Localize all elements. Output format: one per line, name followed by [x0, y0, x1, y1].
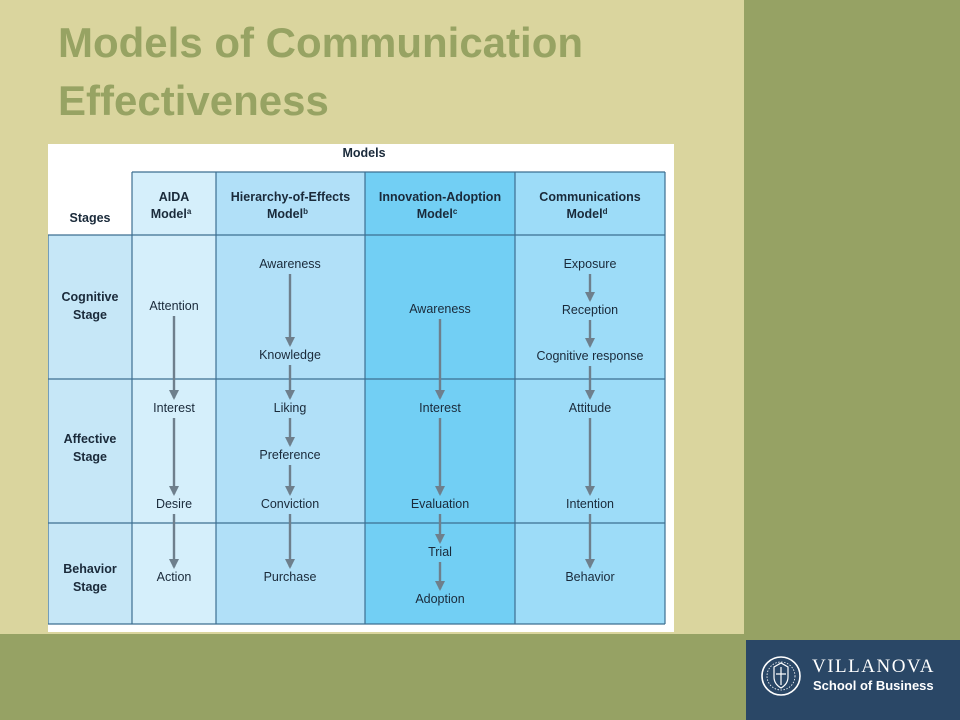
innovation-item: Interest — [419, 401, 461, 415]
villanova-logo-box — [746, 640, 960, 720]
communications-item: Behavior — [565, 570, 614, 584]
right-side-panel — [744, 0, 960, 640]
stage-label: Stage — [73, 308, 107, 322]
stage-label: Stage — [73, 580, 107, 594]
aida-item: Interest — [153, 401, 195, 415]
models-header: Models — [342, 146, 385, 160]
communications-item: Attitude — [569, 401, 611, 415]
innovation-item: Awareness — [409, 302, 471, 316]
stages-header: Stages — [70, 211, 111, 225]
school-of-business-label: School of Business — [813, 678, 934, 693]
stage-label: Stage — [73, 450, 107, 464]
model-header-sub: Modelc — [417, 207, 458, 222]
model-header-superscript: c — [453, 207, 458, 216]
model-header-name: Communications — [539, 190, 640, 204]
aida-item: Attention — [149, 299, 198, 313]
hierarchy-item: Preference — [259, 448, 320, 462]
title-line-2: Effectiveness — [58, 77, 329, 124]
villanova-wordmark: VILLANOVA — [812, 656, 935, 677]
title-line-1: Models of Communication — [58, 19, 583, 66]
innovation-item: Adoption — [415, 592, 464, 606]
slide-title: Models of Communication Effectiveness — [58, 14, 583, 130]
aida-item: Desire — [156, 497, 192, 511]
communications-item: Intention — [566, 497, 614, 511]
aida-item: Action — [157, 570, 192, 584]
hierarchy-item: Conviction — [261, 497, 319, 511]
communications-item: Cognitive response — [536, 349, 643, 363]
stage-label: Cognitive — [62, 290, 119, 304]
model-header-superscript: d — [603, 207, 608, 216]
villanova-seal-icon — [761, 656, 801, 696]
model-header-name: Innovation-Adoption — [379, 190, 501, 204]
model-header-sub: Modelb — [267, 207, 308, 222]
model-header-sub: Modeld — [567, 207, 608, 222]
innovation-item: Evaluation — [411, 497, 469, 511]
model-header-name: Hierarchy-of-Effects — [231, 190, 351, 204]
bottom-band — [0, 634, 744, 720]
model-header-superscript: b — [303, 207, 308, 216]
communications-item: Exposure — [564, 257, 617, 271]
communications-item: Reception — [562, 303, 618, 317]
hierarchy-item: Knowledge — [259, 348, 321, 362]
stages-column-fill — [48, 235, 132, 624]
stage-label: Affective — [64, 432, 117, 446]
hierarchy-item: Purchase — [264, 570, 317, 584]
hierarchy-item: Liking — [274, 401, 307, 415]
innovation-item: Trial — [428, 545, 452, 559]
model-header-name: AIDA — [159, 190, 190, 204]
model-header-sub: Modela — [151, 207, 192, 222]
stage-label: Behavior — [63, 562, 117, 576]
hierarchy-item: Awareness — [259, 257, 321, 271]
model-header-superscript: a — [187, 207, 192, 216]
